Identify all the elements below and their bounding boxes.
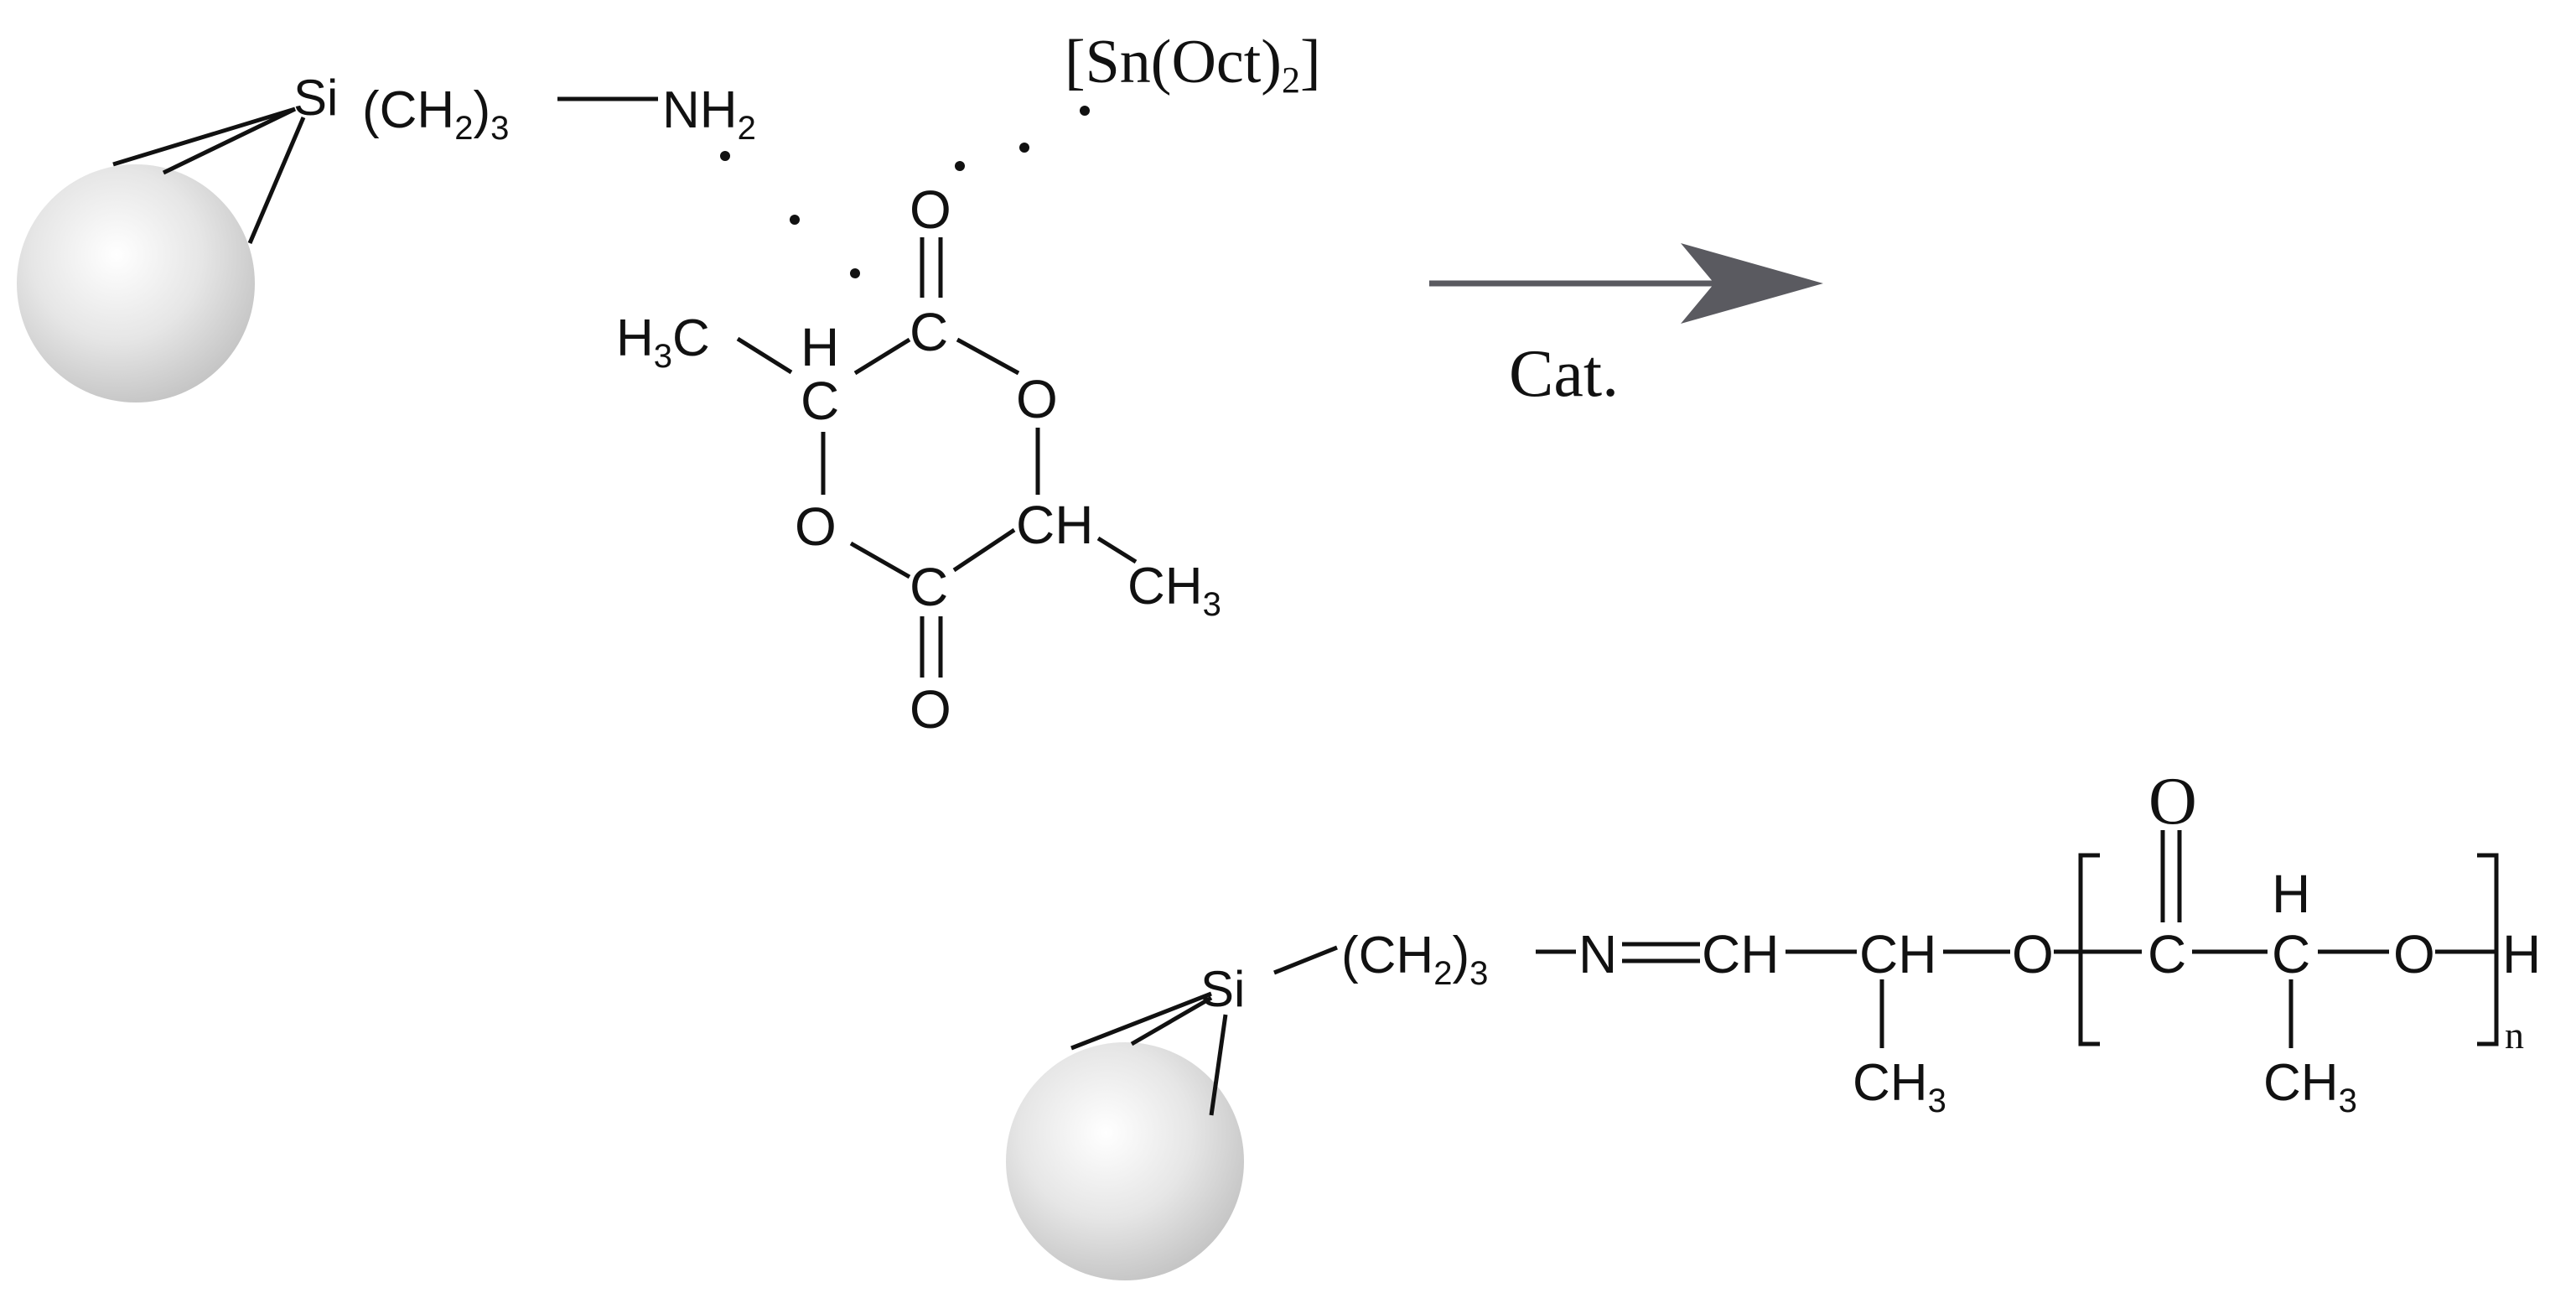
product-o2-label: O — [2393, 924, 2435, 984]
product-c-alpha: C — [2272, 924, 2310, 984]
reactant-propyl-chain: (CH2)3 — [362, 81, 509, 147]
lactide-c-left: C — [801, 371, 839, 431]
anchor-bond-3 — [247, 117, 306, 244]
lactide-carbonyl-o-top: O — [910, 179, 951, 240]
reactant-si-label: Si — [293, 70, 338, 126]
anchor-bond-6 — [1209, 1014, 1228, 1116]
bond-chright-methyl — [1096, 536, 1138, 564]
product-carbonyl-o: O — [2148, 765, 2197, 839]
catalyst-label: [Sn(Oct)2] — [1065, 28, 1321, 101]
anchor-bond-4 — [1070, 991, 1212, 1051]
bond-cbottom-oleft — [849, 541, 911, 579]
lactide-methyl-left: H3C — [616, 309, 710, 375]
product-h-end: H — [2502, 924, 2541, 984]
lactide-molecule: O C O CH CH3 C O O C H H3C — [616, 179, 1221, 740]
si-chain-bond — [1273, 945, 1338, 975]
bond-chright-cbottom — [952, 527, 1016, 573]
lactide-c-bottom: C — [910, 557, 948, 617]
repeat-count-n: n — [2505, 1014, 2524, 1057]
lactide-methyl-right: CH3 — [1127, 558, 1221, 623]
anchor-bond-5 — [1130, 995, 1213, 1046]
reactant-aminopropyl-silica: Si (CH2)3 NH2 — [17, 70, 756, 402]
repeat-bracket-left — [2078, 853, 2100, 1046]
product-si-label: Si — [1200, 961, 1245, 1017]
bond-ctop-oright — [956, 337, 1020, 376]
product-ch1-label: CH — [1702, 924, 1779, 984]
interaction-dots — [720, 106, 1090, 278]
anchor-bond-1 — [112, 106, 296, 167]
product-methyl1: CH3 — [1853, 1054, 1946, 1119]
product-methyl2: CH3 — [2263, 1054, 2357, 1119]
bond-cleft-ctop — [853, 337, 911, 376]
lactide-h-left: H — [801, 317, 839, 377]
product-pla-grafted-silica: Si (CH2)3 N CH CH CH3 O O C H C CH3 O H … — [1006, 765, 2541, 1280]
lactide-c-top: C — [910, 302, 948, 362]
product-ch2-label: CH — [1859, 924, 1936, 984]
bond-methyl-cleft — [736, 336, 793, 375]
repeat-bracket-right — [2477, 853, 2499, 1046]
anchor-bond-2 — [162, 106, 297, 175]
product-propyl-chain: (CH2)3 — [1341, 927, 1488, 992]
product-carbonyl-c: C — [2148, 924, 2186, 984]
reaction-arrow: Cat. — [1429, 243, 1823, 411]
lactide-ch-right: CH — [1016, 495, 1093, 555]
lactide-ring-o-right: O — [1016, 369, 1058, 429]
silica-particle-bottom — [1006, 1042, 1244, 1280]
product-o1-label: O — [2012, 924, 2054, 984]
product-h-alpha: H — [2272, 864, 2310, 924]
arrow-head — [1681, 243, 1823, 324]
reactant-amine-label: NH2 — [662, 81, 756, 147]
product-n-label: N — [1578, 924, 1617, 984]
lactide-carbonyl-o-bottom: O — [910, 679, 951, 740]
lactide-ring-o-left: O — [795, 496, 837, 557]
silica-particle-top — [17, 164, 255, 402]
arrow-label: Cat. — [1509, 337, 1619, 411]
